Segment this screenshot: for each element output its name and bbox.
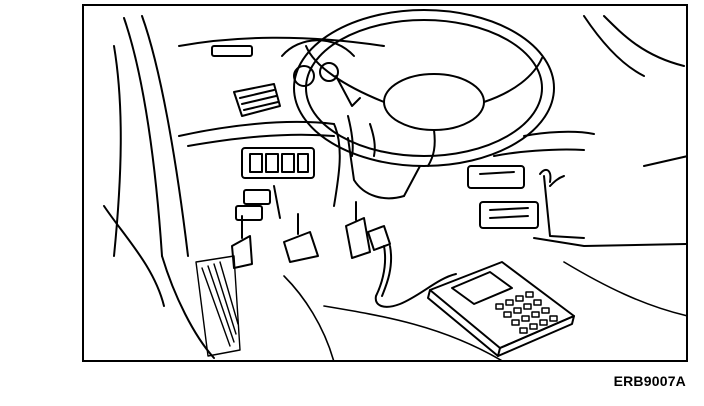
lower-switches: [235, 185, 281, 221]
gear-area: [539, 15, 686, 183]
accelerator-pedal: [345, 217, 371, 259]
car-interior-illustration: [103, 9, 686, 360]
steering-column: [347, 115, 376, 157]
air-vent: [233, 83, 281, 117]
center-console: [467, 130, 686, 247]
clutch-pedal: [231, 235, 253, 269]
dashboard: [178, 36, 385, 207]
scan-tool-keypad: [495, 291, 558, 334]
radio-unit: [479, 201, 539, 229]
scan-tool: [427, 261, 575, 357]
diagnostic-connector: [367, 225, 391, 251]
scan-tool-screen: [451, 271, 513, 305]
floor-contours: [283, 261, 686, 360]
brake-pedal: [283, 231, 319, 263]
switch-panel: [241, 147, 315, 179]
instrument-cluster: [281, 39, 361, 107]
pedals: [231, 201, 371, 269]
defroster-vent: [211, 45, 253, 57]
figure-code: ERB9007A: [613, 373, 686, 389]
steering-wheel: [293, 9, 555, 200]
kick-panel: [195, 255, 241, 357]
a-pillar: [103, 15, 215, 359]
figure-frame: [82, 4, 688, 362]
scan-tool-cable: [374, 245, 457, 308]
